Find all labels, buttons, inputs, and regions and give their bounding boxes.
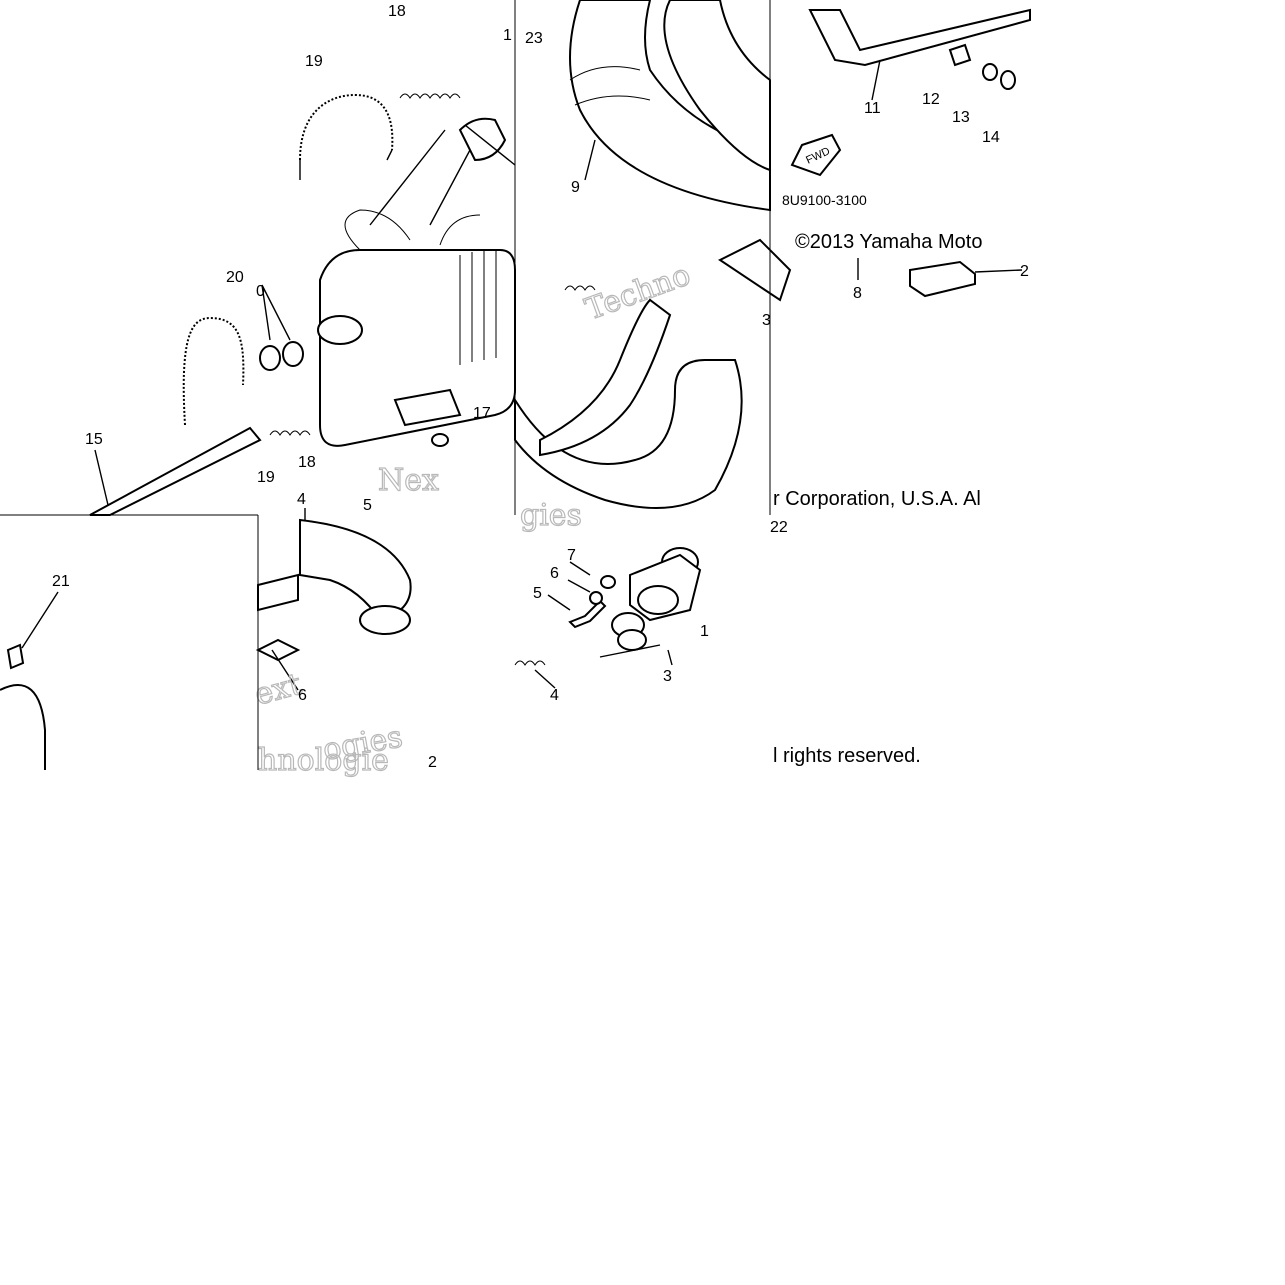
washer-13 [982,63,998,81]
callout-19-top: 19 [305,53,323,70]
tile-flange-assembly [514,547,702,689]
exhaust-pipe-upper [539,298,672,457]
tile-exhaust-pipes: FWD 8U9100-3100 ©2013 Yamaha Moto Techno… [514,0,1031,534]
callout-6-tile4: 6 [298,687,307,704]
callout-12: 12 [922,91,940,108]
callout-8: 8 [853,285,862,302]
callout-13: 13 [952,109,970,126]
nut-7 [600,575,616,589]
callout-18-top: 18 [388,3,406,20]
callout-2-tile2: 2 [1020,263,1029,280]
gasket-3b [617,629,647,651]
callout-7: 7 [567,547,576,564]
exhaust-pipe-lower [514,359,743,509]
callout-3-tile5: 3 [663,668,672,685]
clip-21 [6,643,25,670]
washer-14 [1000,70,1016,90]
callout-17: 17 [473,405,491,422]
callout-1-tile5: 1 [700,623,709,640]
spring-18-top [399,93,461,99]
exhaust-chamber-9 [569,0,771,212]
tile-lower-left [0,591,59,770]
callout-4-tile1: 4 [297,491,306,508]
spring-19 [299,93,394,161]
watermark-next: Nex [378,463,439,498]
callout-22: 22 [770,519,788,536]
callout-5-tile5: 5 [533,585,542,602]
callout-0: 0 [256,283,265,300]
elbow-pipe-4 [299,518,412,622]
callout-labels: 18 19 20 0 15 17 18 19 4 5 21 6 2 23 9 1… [52,3,1029,771]
gasket-ring-b [282,341,304,367]
damper-22 [909,260,976,298]
spring-20 [182,316,245,426]
muffler-outlet [317,315,363,345]
bracket-11 [808,8,1031,67]
bolt-12 [948,43,972,67]
callout-23: 23 [525,30,543,47]
callout-11: 11 [864,100,881,117]
tile-muffler-assembly: Nex [89,93,516,516]
callout-6-tile5: 6 [550,565,559,582]
callout-3-tile2: 3 [762,312,771,329]
copyright-line-1: ©2013 Yamaha Moto [795,231,982,253]
copyright-line-2: r Corporation, U.S.A. Al [773,488,981,510]
spring-small-upper [564,285,596,291]
callout-14: 14 [982,129,1000,146]
callout-4-tile5: 4 [550,687,559,704]
callout-15: 15 [85,431,103,448]
fwd-arrow [790,133,842,177]
callout-21: 21 [52,573,70,590]
callout-1-tile2: 1 [503,27,512,44]
tile-lower-middle: ext ogies hnologie [250,508,412,779]
spring-18-lower [269,430,311,436]
bolt-5 [568,599,607,629]
callout-9: 9 [571,179,580,196]
bracket-6 [255,638,301,662]
frame-loop [0,684,46,770]
callout-18-lower: 18 [298,454,316,471]
gasket-ring-a [259,345,281,371]
spring-4 [514,660,546,666]
washer-6 [589,591,603,605]
callout-5-tile1: 5 [363,497,372,514]
part-code: 8U9100-3100 [782,192,867,208]
copyright-line-3: l rights reserved. [773,745,921,767]
watermark-hnologie: hnologie [258,743,389,778]
callout-19-lower: 19 [257,469,275,486]
callout-20: 20 [226,269,244,286]
heat-shield-15 [89,426,262,516]
watermark-gies: gies [520,498,582,533]
callout-2-tile4: 2 [428,754,437,771]
